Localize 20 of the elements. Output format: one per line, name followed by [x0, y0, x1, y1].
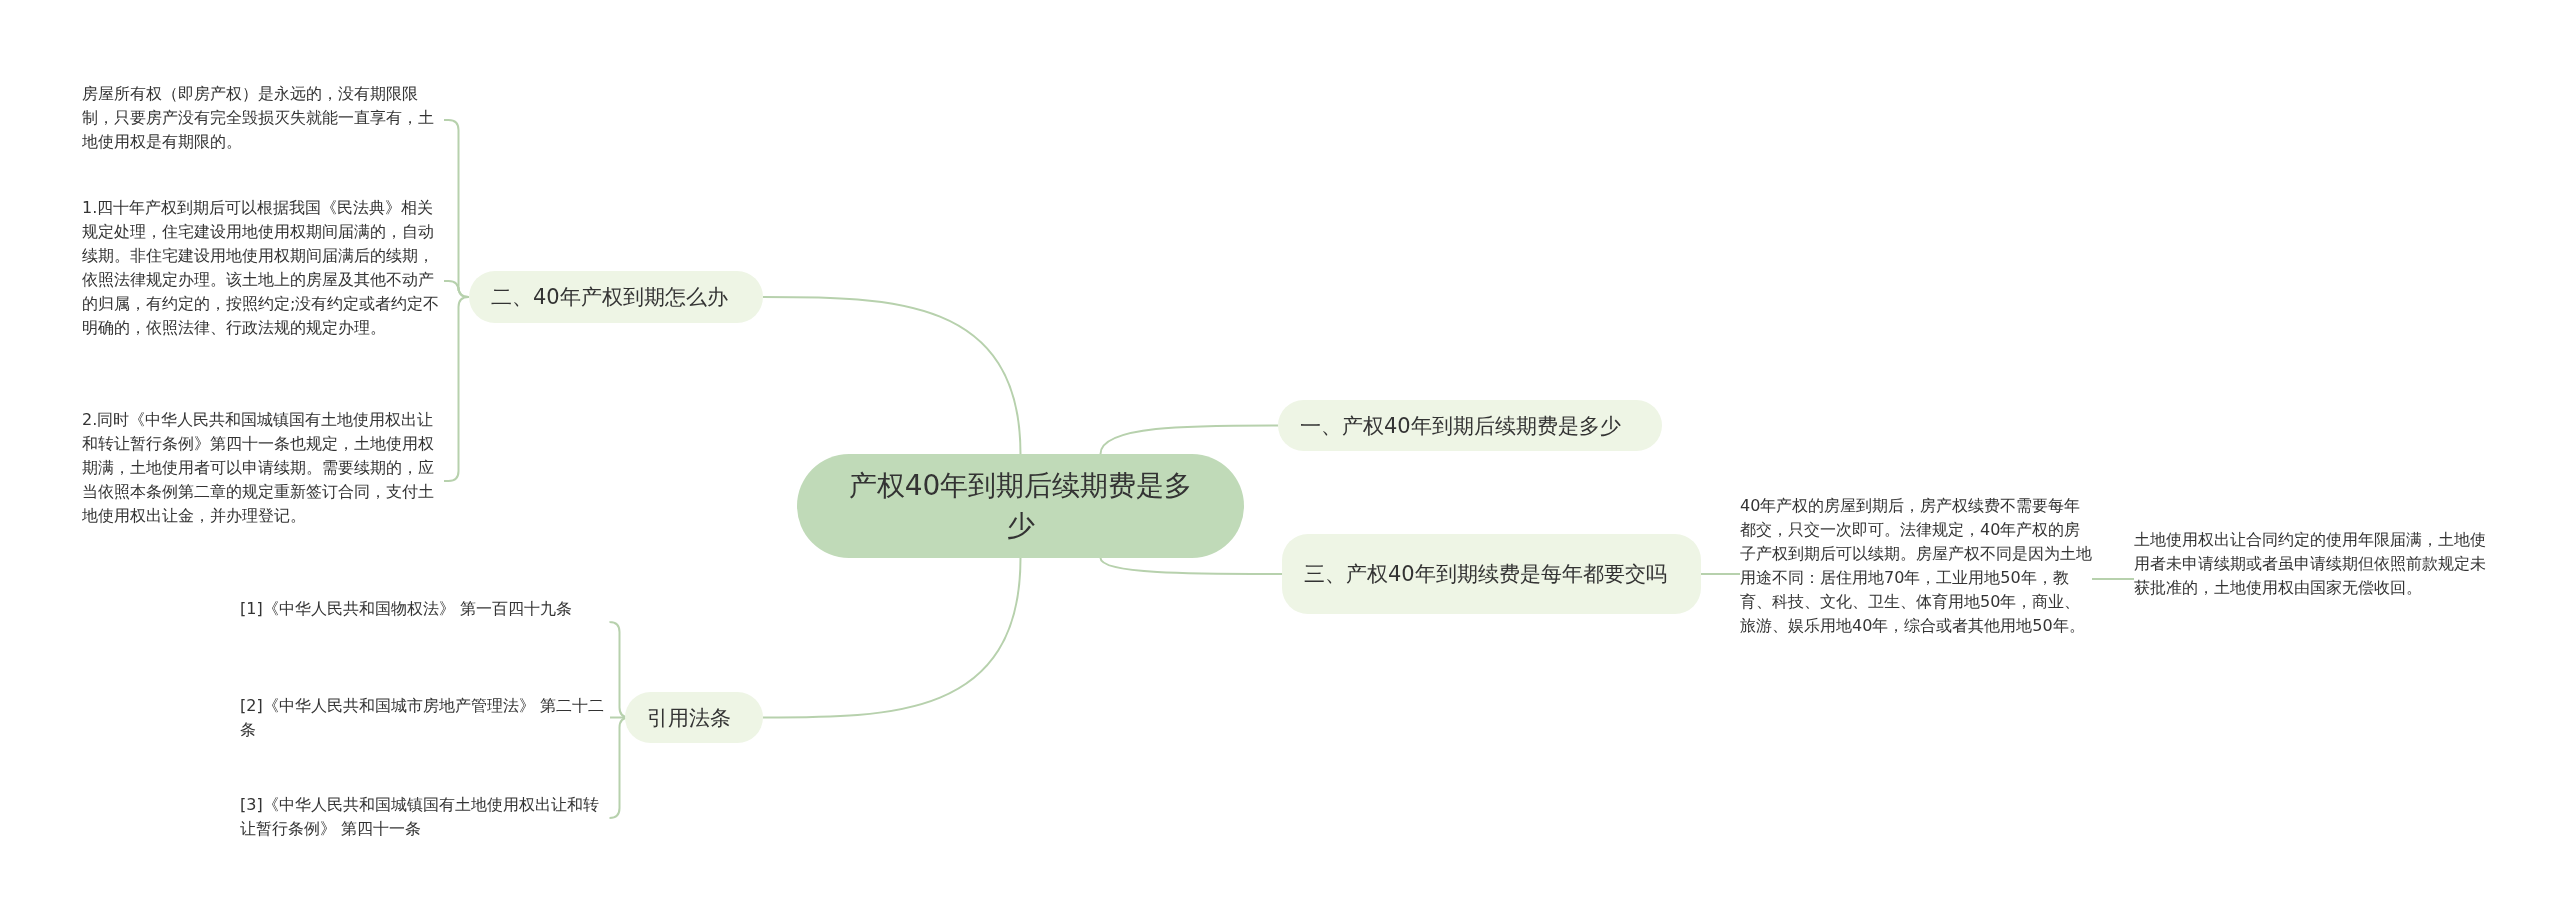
note-text: 土地使用权出让合同约定的使用年限届满，土地使用者未申请续期或者虽申请续期但依照前款规定未获批准的，土地使用权由国家无偿收回。: [2134, 528, 2494, 600]
connector-line: [762, 296, 1022, 455]
note-text: 40年产权的房屋到期后，房产权续费不需要每年都交，只交一次即可。法律规定，40年产权的房子产权到期后可以续期。房屋产权不同是因为土地用途不同：居住用地70年，工业用地50年，教育、科技、文化、卫生、体育用地50年，商业、旅游、娱乐用地40年，综合或者其他用地50年。: [1740, 494, 2092, 638]
connector-line: [2091, 578, 2135, 580]
reference-text: [1]《中华人民共和国物权法》 第一百四十九条: [240, 597, 610, 621]
connector-line: [762, 557, 1022, 719]
reference-text: [3]《中华人民共和国城镇国有土地使用权出让和转让暂行条例》 第四十一条: [240, 793, 610, 841]
connector-line: [1099, 424, 1279, 455]
connector-line: [1099, 557, 1283, 575]
connector-line: [1700, 573, 1741, 575]
connector-line: [443, 296, 470, 482]
note-text: 房屋所有权（即房产权）是永远的，没有期限限制，只要房产没有完全毁损灭失就能一直享有，土地使用权是有期限的。: [82, 82, 444, 154]
note-text: 1.四十年产权到期后可以根据我国《民法典》相关规定处理，住宅建设用地使用权期间届满的，自动续期。非住宅建设用地使用权期间届满后的续期，依照法律规定办理。该土地上的房屋及其他不动产的归属，有约定的，按照约定;没有约定或者约定不明确的，依照法律、行政法规的规定办理。: [82, 196, 444, 340]
topic-box: 三、产权40年到期续费是每年都要交吗: [1282, 534, 1701, 614]
topic-box: 引用法条: [625, 692, 763, 743]
central-topic: 产权40年到期后续期费是多少: [797, 454, 1244, 558]
topic-box: 一、产权40年到期后续期费是多少: [1278, 400, 1662, 451]
topic-box: 二、40年产权到期怎么办: [469, 271, 763, 323]
note-text: 2.同时《中华人民共和国城镇国有土地使用权出让和转让暂行条例》第四十一条也规定，土地使用权期满，土地使用者可以申请续期。需要续期的，应当依照本条例第二章的规定重新签订合同，支付土地使用权出让金，并办理登记。: [82, 408, 444, 528]
reference-text: [2]《中华人民共和国城市房地产管理法》 第二十二条: [240, 694, 610, 742]
